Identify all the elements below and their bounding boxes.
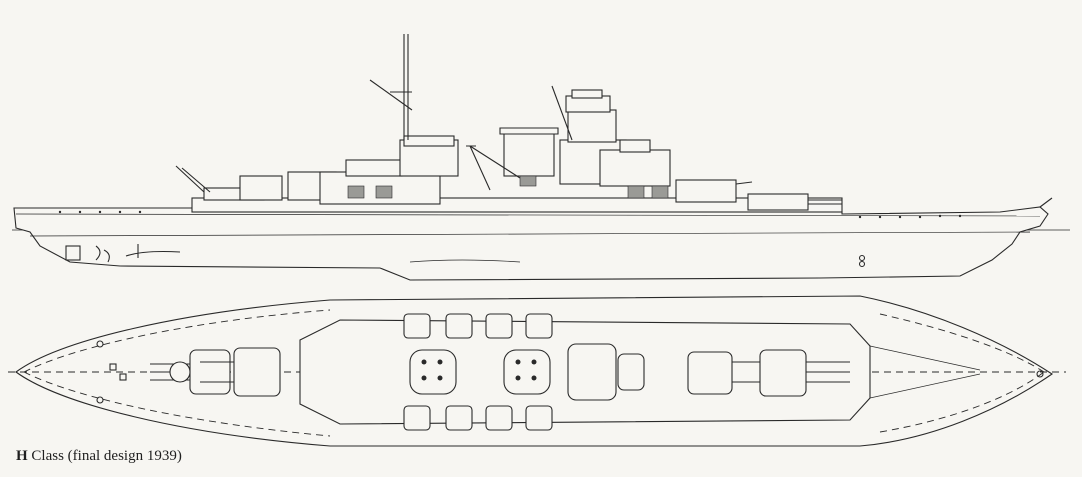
anchor-hawse [858, 254, 866, 262]
turret-d-plan [150, 349, 231, 395]
aft-funnel-plan [409, 349, 457, 395]
plan-deck-edge [23, 309, 331, 373]
forward-funnel-plan [503, 349, 551, 395]
secondary-mounts [347, 175, 669, 199]
bow-chain-lines [869, 345, 981, 399]
funnel-cap [499, 127, 559, 135]
plate-caption: H Class (final design 1939) [16, 448, 182, 465]
rangefinder [571, 89, 603, 99]
propeller [95, 245, 110, 263]
bridge-deckhouse [599, 149, 671, 187]
aircraft-crane [466, 145, 521, 191]
conning-tower-plan [617, 353, 645, 391]
funnel [503, 131, 555, 177]
jackstaff [1039, 197, 1053, 208]
turret-a-plan [759, 349, 850, 397]
turret-c-side [239, 175, 283, 201]
forward-tower [567, 109, 617, 143]
mast-yard [369, 79, 413, 111]
deck-line [15, 213, 1041, 217]
shaft-bracket [125, 244, 181, 258]
boot-topping [29, 231, 1031, 237]
turret-b-side [675, 179, 737, 203]
secondary-turrets-plan [403, 313, 553, 431]
foremast [551, 85, 573, 141]
turret-a-side [747, 193, 809, 211]
ship-side-elevation [12, 34, 1070, 281]
bilge-keel [409, 259, 521, 263]
hull-profile [13, 206, 1049, 281]
turret-c-plan [200, 347, 281, 397]
aft-director [403, 135, 455, 147]
bow-capstan [1036, 370, 1044, 378]
rudder [65, 245, 81, 261]
portholes [58, 210, 962, 219]
ship-deck-plan [8, 295, 1066, 447]
stern-bollards [96, 340, 127, 404]
bridge-plan [567, 343, 617, 401]
forward-bridge [619, 139, 651, 153]
caption-class-letter: H [16, 448, 28, 464]
caption-text: Class (final design 1939) [31, 448, 182, 464]
aft-deckhouse [345, 159, 403, 177]
